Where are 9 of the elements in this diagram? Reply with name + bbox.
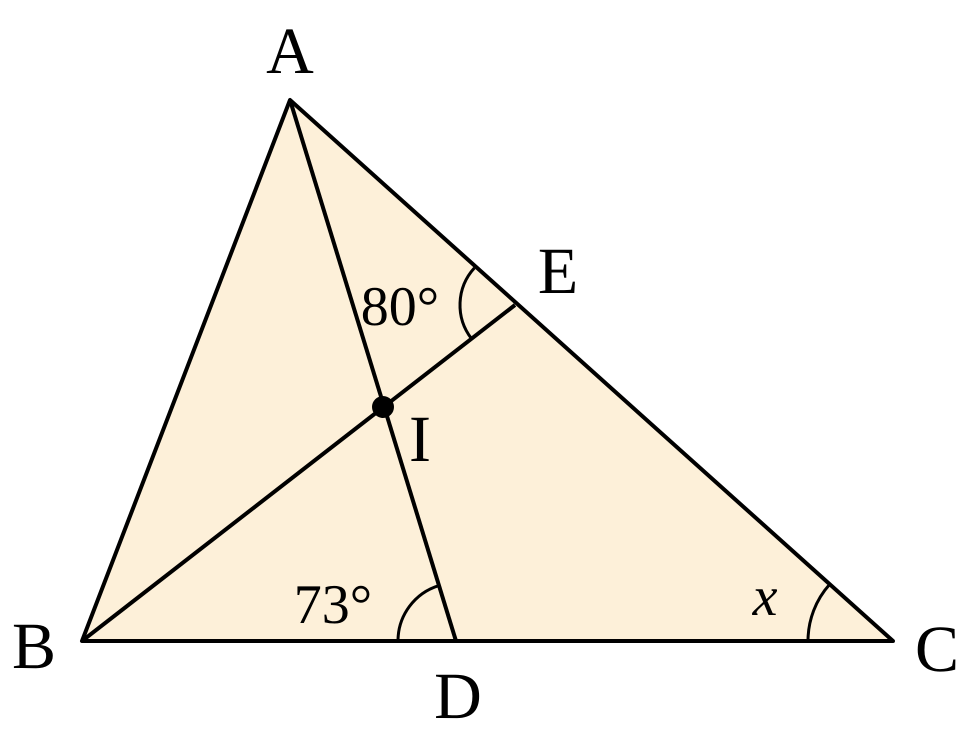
point-label: A <box>266 19 314 85</box>
point-label: C <box>914 617 960 683</box>
point-label: B <box>12 614 56 680</box>
angle-label: 80° <box>360 279 440 335</box>
angle-label: 73° <box>294 577 372 633</box>
angle-label: x <box>752 569 778 625</box>
point-label: E <box>538 239 578 305</box>
point-label: D <box>434 664 482 730</box>
point-label: I <box>409 407 431 473</box>
